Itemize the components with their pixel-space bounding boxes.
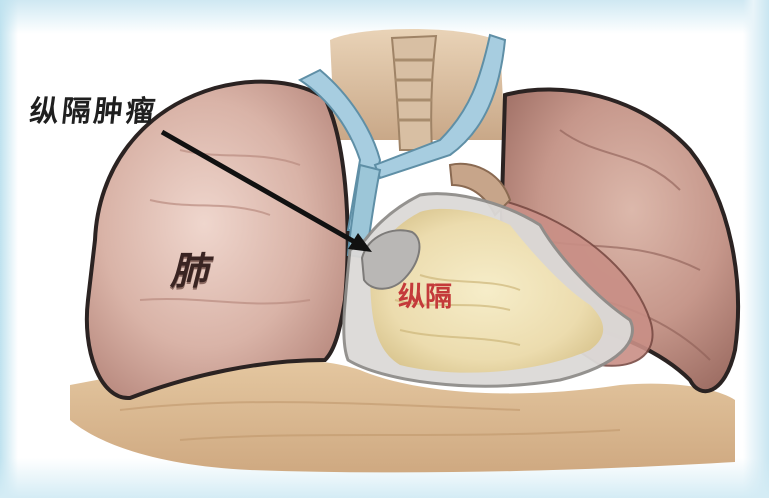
trachea xyxy=(392,36,436,150)
mediastinal-tumor-label: 纵隔肿瘤 xyxy=(28,88,160,130)
mediastinum-label: 纵隔 xyxy=(398,275,452,314)
lung-label: 肺 xyxy=(170,240,208,295)
